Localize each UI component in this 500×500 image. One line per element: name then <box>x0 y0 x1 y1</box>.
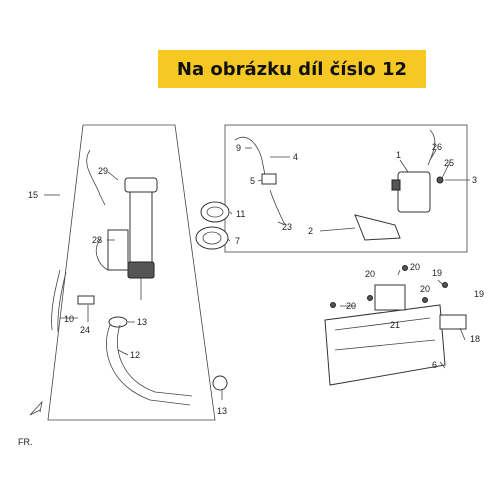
callout-9: 9 <box>236 143 241 153</box>
fr-label: FR. <box>18 437 33 447</box>
pump-cap-7 <box>195 226 229 250</box>
check-valve-5 <box>261 173 277 185</box>
front-arrow <box>29 400 43 416</box>
canister-group-frame <box>224 124 468 253</box>
callout-25: 25 <box>444 158 454 168</box>
callout-6: 6 <box>432 360 437 370</box>
callout-7: 7 <box>235 236 240 246</box>
callout-20-b: 20 <box>365 269 375 279</box>
hose-23 <box>269 189 286 226</box>
callout-24: 24 <box>80 325 90 335</box>
callout-23: 23 <box>282 222 292 232</box>
callout-20-d: 20 <box>420 284 430 294</box>
hose-clamp-13-lower <box>212 375 228 391</box>
callout-13-upper: 13 <box>137 317 147 327</box>
fuel-pump-wire <box>86 149 106 206</box>
fuel-hose-12[interactable] <box>106 324 193 406</box>
banner-text: Na obrázku díl číslo 12 <box>176 58 408 80</box>
callout-3: 3 <box>472 175 477 185</box>
callout-18: 18 <box>470 334 480 344</box>
callout-2: 2 <box>308 226 313 236</box>
hose-26 <box>427 129 436 166</box>
vent-hose-9 <box>234 137 266 176</box>
part-number-banner: Na obrázku díl číslo 12 <box>158 50 426 88</box>
callout-10: 10 <box>64 314 74 324</box>
callout-20-c: 20 <box>346 301 356 311</box>
fuel-pump[interactable] <box>107 177 158 300</box>
callout-11: 11 <box>236 209 245 219</box>
tank-assembly-6[interactable] <box>324 304 446 386</box>
callout-29: 29 <box>98 166 108 176</box>
bracket-2 <box>354 214 401 241</box>
fuel-hose-10 <box>51 269 67 333</box>
hose-clamp-13-upper <box>108 316 128 328</box>
hose-clamp-24 <box>77 295 95 305</box>
bracket-21 <box>374 284 406 311</box>
bolt-25 <box>436 176 444 184</box>
fuel-pump-group-frame <box>47 124 216 421</box>
callout-12: 12 <box>130 350 140 360</box>
relay-18 <box>439 314 467 330</box>
callout-19-b: 19 <box>474 289 484 299</box>
callout-21: 21 <box>390 320 400 330</box>
leader-lines <box>44 147 470 400</box>
pump-seal-11 <box>200 201 230 223</box>
callout-26: 26 <box>432 142 442 152</box>
sender-wire <box>95 239 109 271</box>
callout-5: 5 <box>250 176 255 186</box>
charcoal-canister-1[interactable] <box>391 171 431 213</box>
callout-13-lower: 13 <box>217 406 227 416</box>
callout-15: 15 <box>28 190 38 200</box>
callout-19-a: 19 <box>432 268 442 278</box>
callout-20-a: 20 <box>410 262 420 272</box>
callout-28: 28 <box>92 235 102 245</box>
callout-1: 1 <box>396 150 401 160</box>
callout-4: 4 <box>293 152 298 162</box>
